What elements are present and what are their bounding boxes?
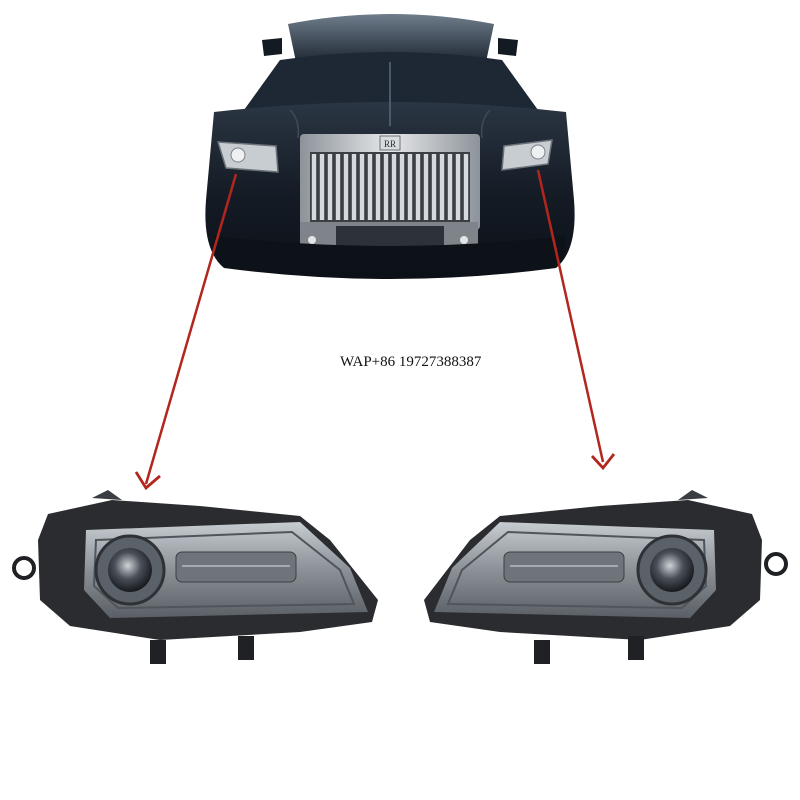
- grille-bar: [423, 154, 429, 220]
- grille-bar: [447, 154, 453, 220]
- grille-bar: [407, 154, 413, 220]
- arrow-left-head: [134, 471, 161, 491]
- grille-bar: [311, 154, 317, 220]
- contact-number-text: WAP+86 19727388387: [340, 354, 482, 370]
- grille-bar: [463, 154, 469, 220]
- arrow-right: [536, 169, 605, 463]
- car-badge: [379, 135, 401, 151]
- car-badge-text: RR: [384, 139, 396, 149]
- grille-bar: [319, 154, 325, 220]
- grille-bar: [391, 154, 397, 220]
- car-mirror-left: [262, 38, 282, 56]
- arrow-right-head: [590, 453, 616, 471]
- car-headlight-left: [216, 141, 279, 173]
- grille-bar: [399, 154, 405, 220]
- car-grille: [311, 154, 469, 220]
- grille-bar: [455, 154, 461, 220]
- grille-bar: [359, 154, 365, 220]
- grille-bar: [415, 154, 421, 220]
- arrow-left: [144, 173, 238, 485]
- grille-bar: [439, 154, 445, 220]
- headlamp-left: [12, 490, 378, 664]
- grille-bar: [431, 154, 437, 220]
- grille-bar: [351, 154, 357, 220]
- grille-bar: [327, 154, 333, 220]
- grille-bar: [383, 154, 389, 220]
- car-windshield: [288, 14, 494, 62]
- car-mirror-right: [498, 38, 518, 56]
- pointer-arrows: [134, 169, 616, 491]
- grille-bar: [367, 154, 373, 220]
- headlamp-right: [424, 490, 788, 664]
- grille-bar: [343, 154, 349, 220]
- grille-bar: [335, 154, 341, 220]
- car-front-view: RR: [205, 14, 575, 279]
- grille-bar: [375, 154, 381, 220]
